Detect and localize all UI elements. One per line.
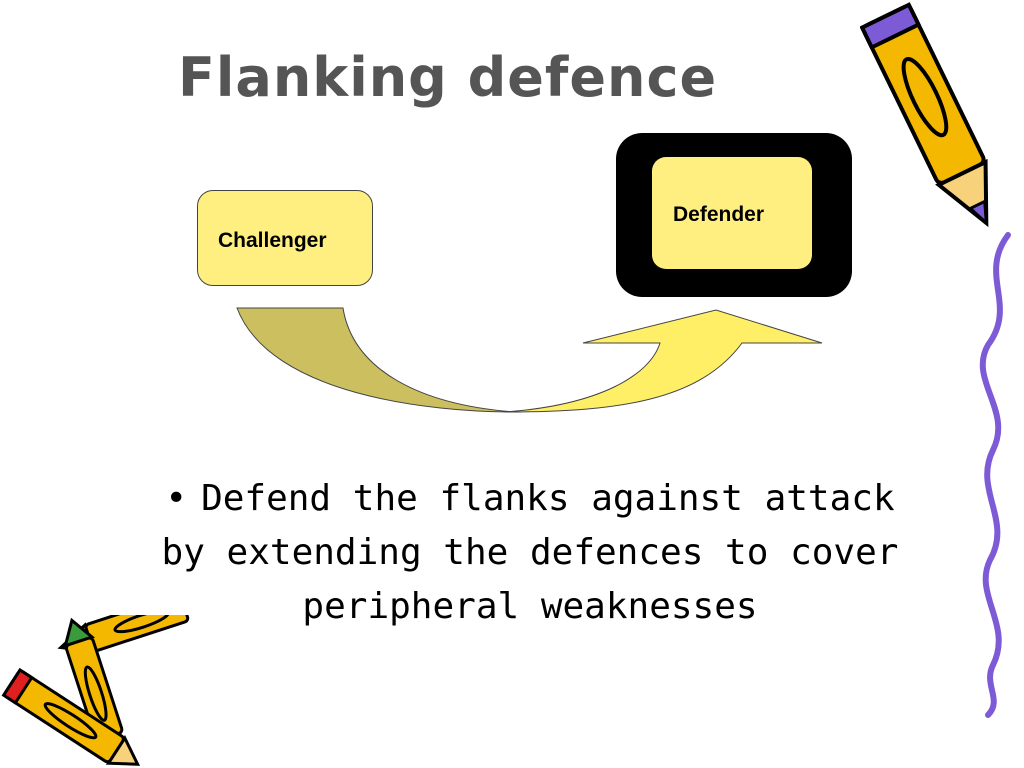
- flank-arrow-right-half: [504, 309, 823, 413]
- bullet-list: Defend the flanks against attack by exte…: [150, 472, 910, 634]
- wavy-line: [979, 232, 1011, 718]
- defender-node: Defender: [652, 157, 812, 269]
- challenger-label: Challenger: [218, 229, 327, 252]
- crossed-pencils-icon: [1, 615, 190, 766]
- pencil-icon: [860, 2, 989, 228]
- bullet-item: Defend the flanks against attack by exte…: [150, 472, 910, 634]
- challenger-node: Challenger: [197, 190, 373, 286]
- defender-label: Defender: [673, 203, 765, 226]
- defender-frame: Defender: [616, 133, 852, 297]
- slide-title: Flanking defence: [178, 46, 718, 109]
- flank-arrow-left-half: [236, 307, 516, 413]
